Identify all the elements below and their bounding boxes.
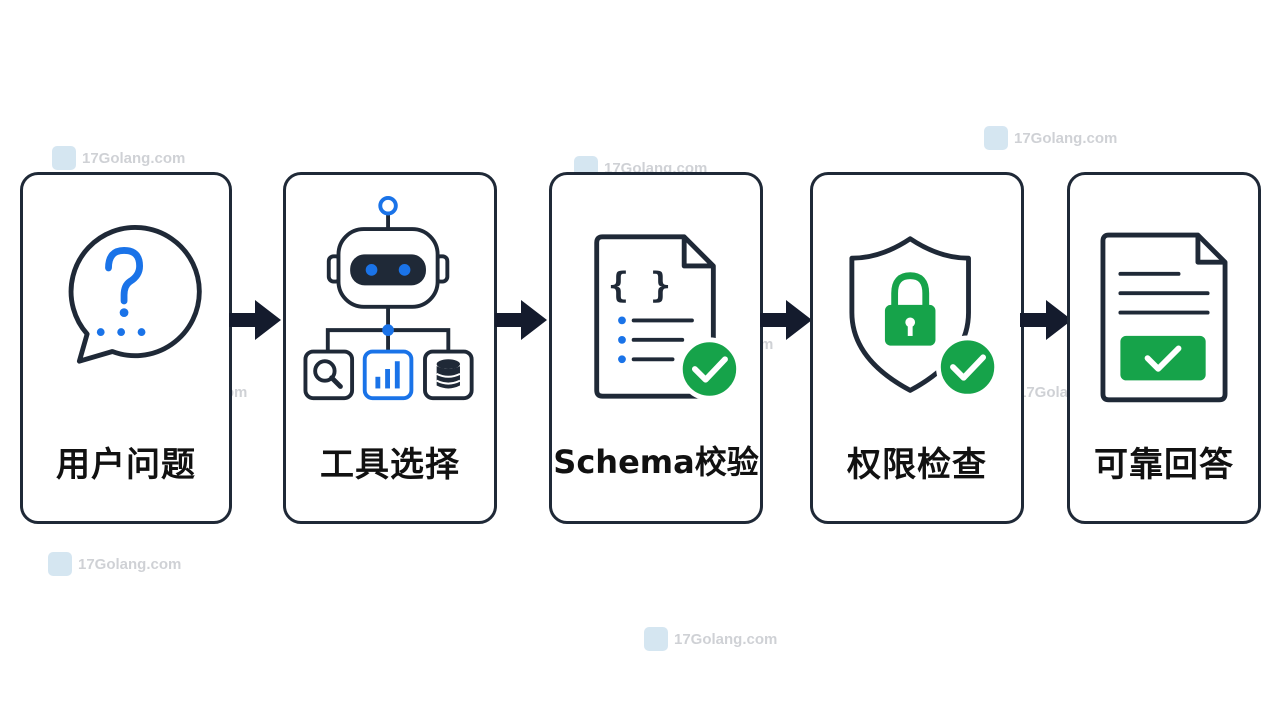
schema-document-check-icon: { } (594, 234, 742, 401)
watermark: 17Golang.com (48, 552, 181, 576)
watermark-logo-icon (52, 146, 76, 170)
step-label: 可靠回答 (1094, 445, 1234, 485)
watermark-logo-icon (984, 126, 1008, 150)
step-card-tool-selection: 工具选择 (283, 172, 497, 524)
step-label: 权限检查 (847, 445, 987, 485)
arrow-right-icon (760, 300, 812, 340)
step-card-permission-check: 权限检查 (810, 172, 1024, 524)
document-check-icon (1100, 232, 1228, 403)
svg-text:{ }: { } (608, 266, 671, 306)
watermark: 17Golang.com (644, 627, 777, 651)
watermark: 17Golang.com (984, 126, 1117, 150)
step-card-user-question: 用户问题 (20, 172, 232, 524)
arrow-right-icon (495, 300, 547, 340)
step-label: 工具选择 (320, 445, 460, 485)
arrow-right-icon (229, 300, 281, 340)
shield-lock-check-icon (849, 236, 1000, 399)
step-card-schema-validation: { } Schema校验 (549, 172, 763, 524)
step-label: 用户问题 (56, 445, 196, 485)
watermark-logo-icon (48, 552, 72, 576)
question-bubble-icon (68, 225, 202, 364)
robot-tools-icon (303, 196, 474, 401)
watermark: 17Golang.com (52, 146, 185, 170)
watermark-logo-icon (644, 627, 668, 651)
arrow-right-icon (1020, 300, 1072, 340)
step-label: Schema校验 (553, 443, 759, 481)
step-card-reliable-answer: 可靠回答 (1067, 172, 1261, 524)
